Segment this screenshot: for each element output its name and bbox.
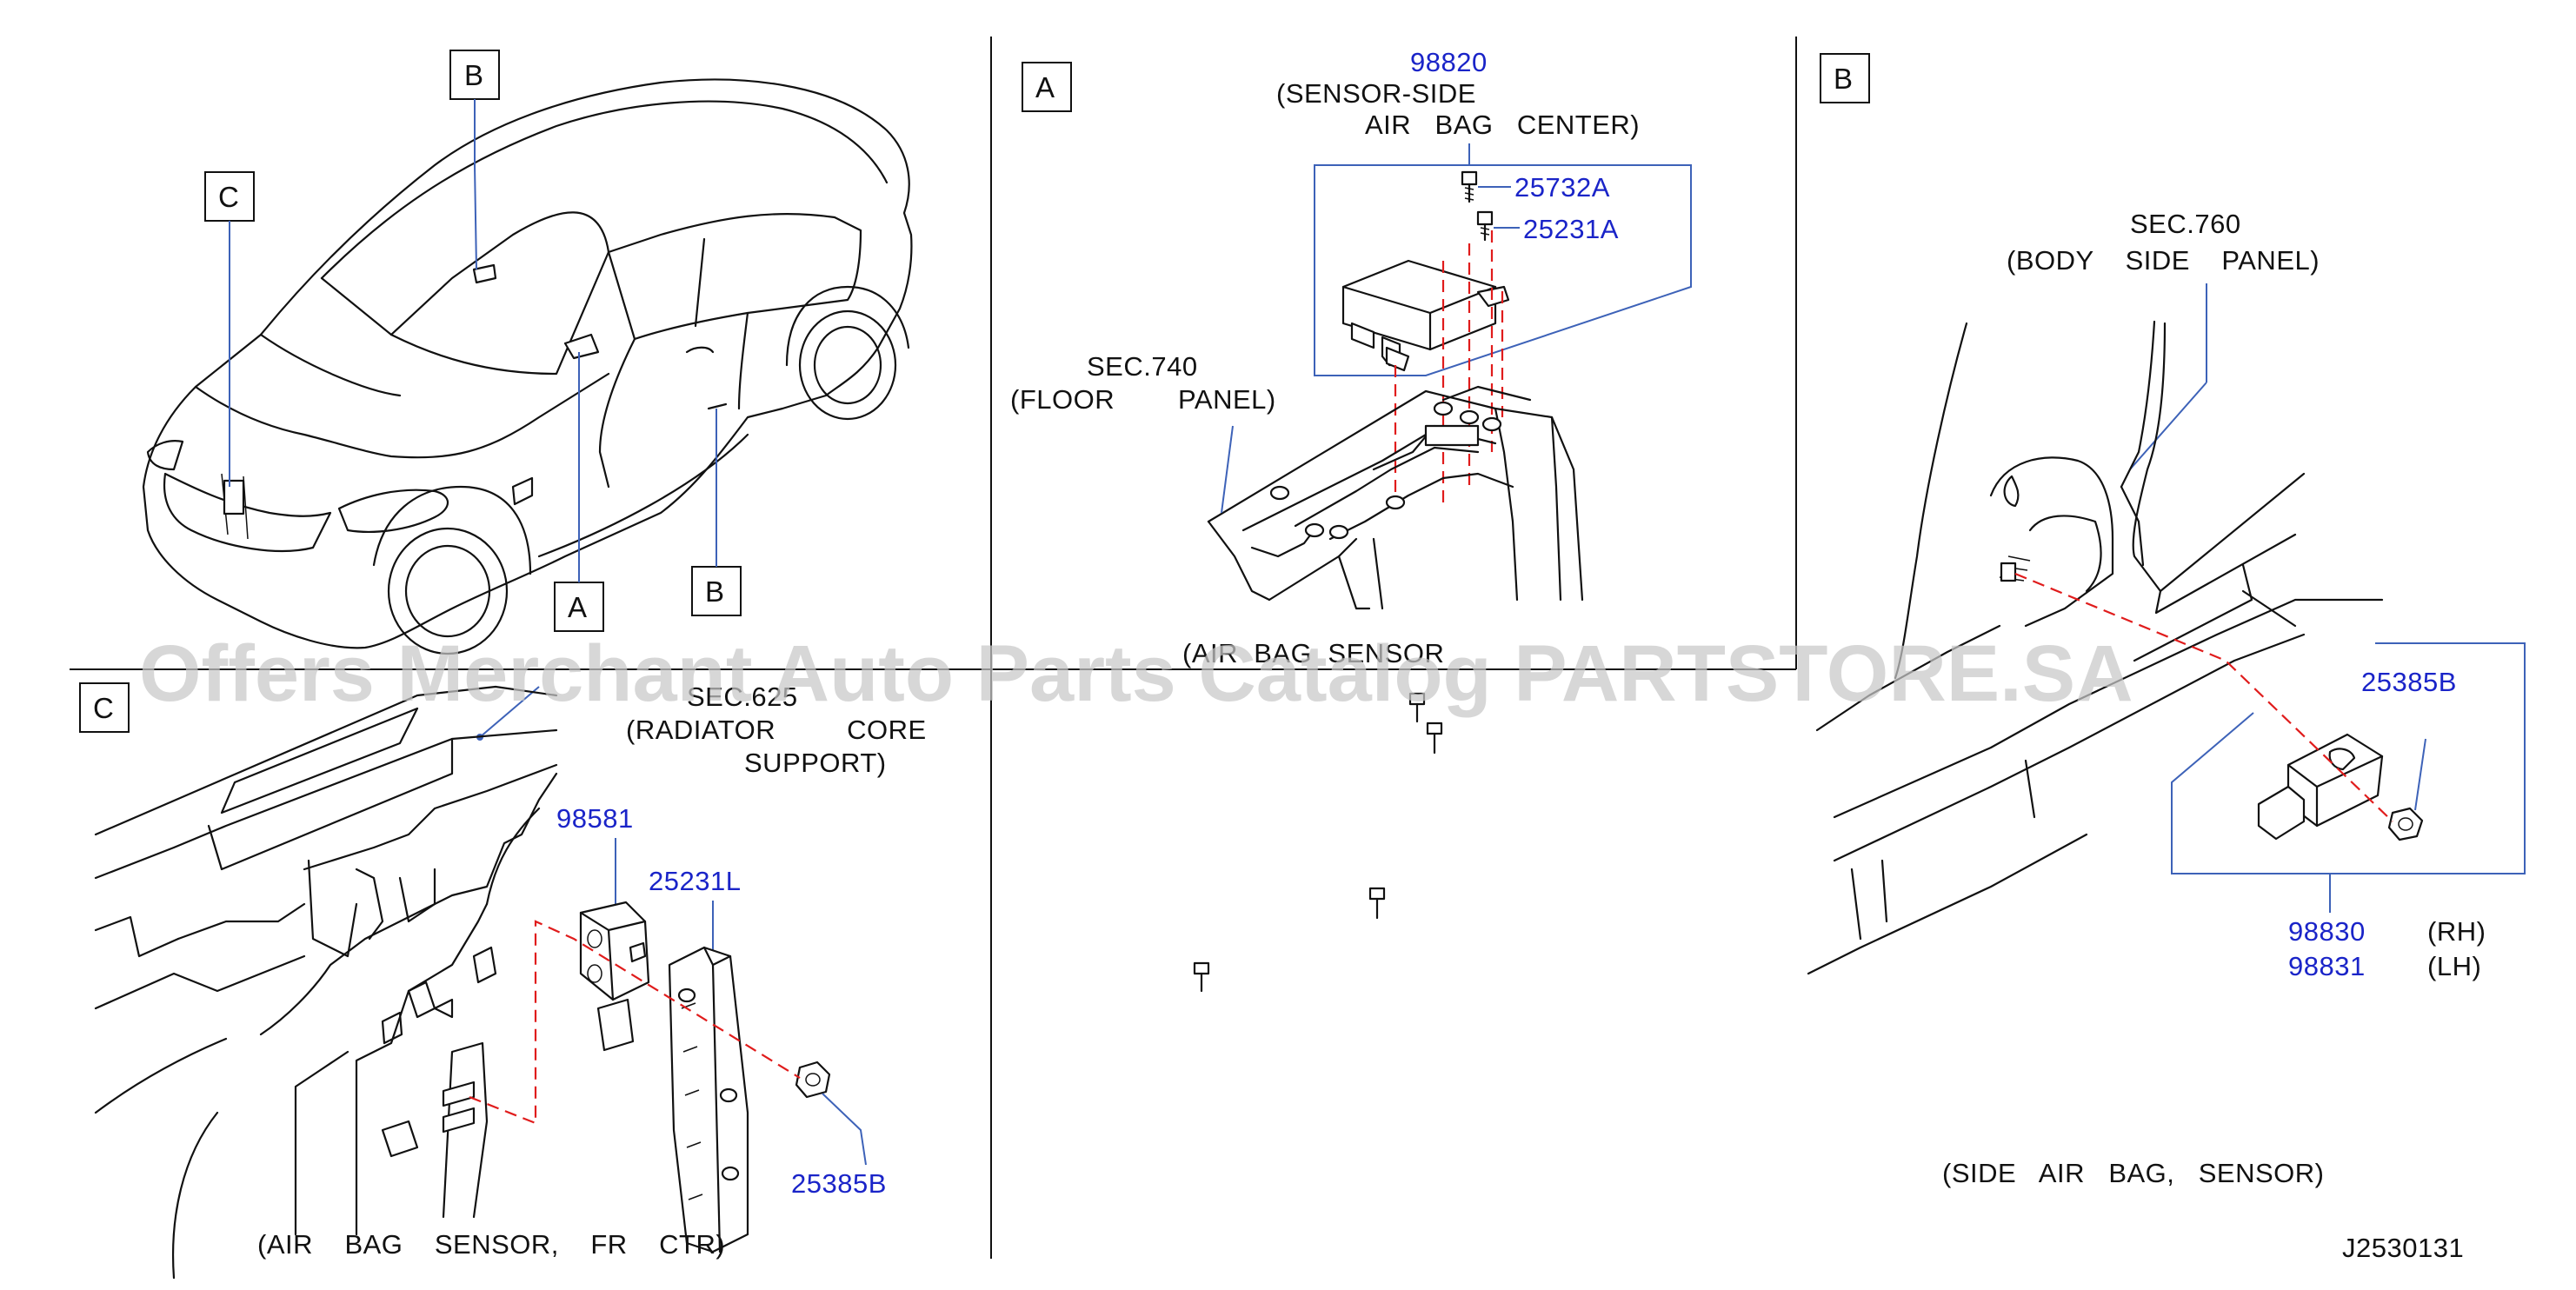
panel-a-name-line2: AIR BAG CENTER) <box>1365 110 1640 140</box>
radiator-core-support-drawing <box>94 685 558 1280</box>
tag-b-side: B <box>705 575 724 608</box>
nut-25385B-b: 25385B <box>2361 667 2457 697</box>
part-98820: 98820 <box>1410 47 1488 77</box>
nut-25385B-b-icon <box>2387 807 2424 841</box>
body-side-panel-drawing <box>1807 320 2384 975</box>
bolt-25231A-icon <box>1476 210 1494 242</box>
body-side-panel-label: (BODY SIDE PANEL) <box>2007 245 2320 276</box>
floor-panel-drawing <box>1207 385 1584 610</box>
car-overview-drawing <box>142 78 913 655</box>
part-25732A: 25732A <box>1514 172 1610 203</box>
watermark-text: Offers Merchant Auto Parts Catalog PARTS… <box>139 629 2133 718</box>
part-25385B-c: 25385B <box>791 1168 887 1199</box>
floor-panel-label: (FLOOR PANEL) <box>1010 384 1276 415</box>
part-98831: 98831 <box>2288 951 2366 981</box>
panel-a-letter-box <box>1022 62 1072 112</box>
sensor-98830-icon <box>2257 733 2384 841</box>
panel-a-caption: (AIR BAG SENSOR <box>1182 638 1444 668</box>
radiator-core-label: (RADIATOR CORE <box>626 715 927 745</box>
panel-a: A 98820 (SENSOR-SIDE AIR BAG CENTER) 257… <box>1010 47 1692 993</box>
support-label: SUPPORT) <box>744 748 887 778</box>
panel-dividers <box>70 37 1797 1259</box>
loose-bolt-icon <box>1193 692 1443 993</box>
tag-a: A <box>568 591 587 623</box>
sec-760-label: SEC.760 <box>2130 209 2241 239</box>
panel-b-letter-box <box>1820 53 1870 103</box>
panel-a-name-line1: (SENSOR-SIDE <box>1276 78 1476 109</box>
sec-740-label: SEC.740 <box>1087 351 1198 382</box>
panel-b-letter: B <box>1834 63 1853 95</box>
part-98581: 98581 <box>556 803 634 834</box>
lh-label: (LH) <box>2427 951 2481 981</box>
tag-c: C <box>218 181 239 213</box>
part-25231A: 25231A <box>1523 214 1619 244</box>
bracket-25231L-icon <box>668 946 749 1253</box>
panel-c: C SEC.625 (RADIATOR CORE SUPPORT) <box>79 682 927 1280</box>
sensor-98581-icon <box>579 901 650 1052</box>
rh-label: (RH) <box>2427 916 2486 947</box>
sec-625-label: SEC.625 <box>687 682 798 712</box>
panel-b-caption: (SIDE AIR BAG, SENSOR) <box>1942 1158 2324 1188</box>
bolt-25732A-icon <box>1461 170 1478 203</box>
part-25231L: 25231L <box>649 866 741 896</box>
panel-c-letter-box <box>79 682 130 733</box>
diagram-code: J2530131 <box>2342 1233 2464 1263</box>
panel-c-letter: C <box>93 692 114 724</box>
panel-a-letter: A <box>1035 71 1055 103</box>
panel-c-caption: (AIR BAG SENSOR, FR CTR) <box>257 1229 725 1260</box>
panel-b: B SEC.760 (BODY SIDE PANEL) <box>1807 53 2526 1188</box>
tag-b-top: B <box>464 59 483 91</box>
sensor-98820-icon <box>1341 259 1510 372</box>
overview-tags: B C A B <box>204 50 742 632</box>
nut-25385B-c-icon <box>795 1061 831 1099</box>
part-98830: 98830 <box>2288 916 2366 947</box>
